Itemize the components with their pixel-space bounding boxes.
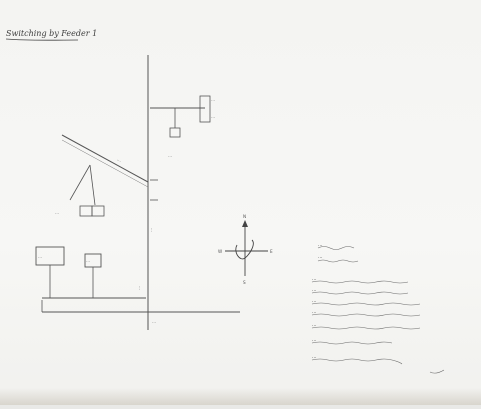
compass-west-label: W bbox=[218, 249, 222, 254]
notes-line: ... bbox=[312, 287, 317, 293]
left-drop-line-b bbox=[89, 164, 96, 206]
left-bottom-boxes-label: ... bbox=[55, 210, 59, 215]
north-arrow-icon bbox=[242, 220, 248, 227]
left-diagonal-line bbox=[61, 134, 149, 183]
notes-line: ... bbox=[312, 298, 317, 304]
bottom-mid-box-label: ... bbox=[86, 258, 90, 263]
top-right-box bbox=[199, 95, 211, 123]
left-diagonal-line-inner bbox=[61, 139, 149, 188]
notes-line: ... bbox=[312, 337, 317, 343]
top-right-label-1: ... bbox=[211, 97, 215, 102]
top-small-box-label: ... bbox=[168, 153, 172, 158]
left-bottom-box-1 bbox=[79, 205, 93, 217]
vertical-label-a: ... bbox=[136, 286, 141, 290]
notes-heading-2: ... bbox=[318, 254, 323, 260]
vertical-label-b: ... bbox=[148, 228, 153, 232]
top-right-label-2: ... bbox=[211, 114, 215, 119]
compass-east-label: E bbox=[270, 249, 273, 254]
compass-swirl bbox=[235, 239, 254, 260]
notes-heading-1: ... bbox=[318, 242, 323, 248]
page-title: Switching by Feeder 1 bbox=[6, 29, 97, 38]
bottom-left-box-label: ... bbox=[38, 254, 42, 259]
notes-line: ... bbox=[312, 354, 317, 360]
left-bottom-box-2 bbox=[91, 205, 105, 217]
title-underline bbox=[5, 38, 79, 41]
handwriting-strokes bbox=[311, 246, 445, 374]
notes-line: ... bbox=[312, 322, 317, 328]
top-small-box bbox=[169, 127, 181, 138]
compass-north-label: N bbox=[243, 214, 246, 219]
notes-line: ... bbox=[312, 276, 317, 282]
page-bottom-shadow bbox=[0, 388, 481, 405]
bottom-axis-label: ... bbox=[152, 319, 156, 324]
compass-south-label: S bbox=[243, 280, 246, 285]
left-drop-line-a bbox=[69, 164, 91, 201]
compass-rose: N S W E bbox=[218, 214, 273, 285]
left-diagonal-label: ... bbox=[117, 156, 123, 162]
notes-line: ... bbox=[312, 309, 317, 315]
